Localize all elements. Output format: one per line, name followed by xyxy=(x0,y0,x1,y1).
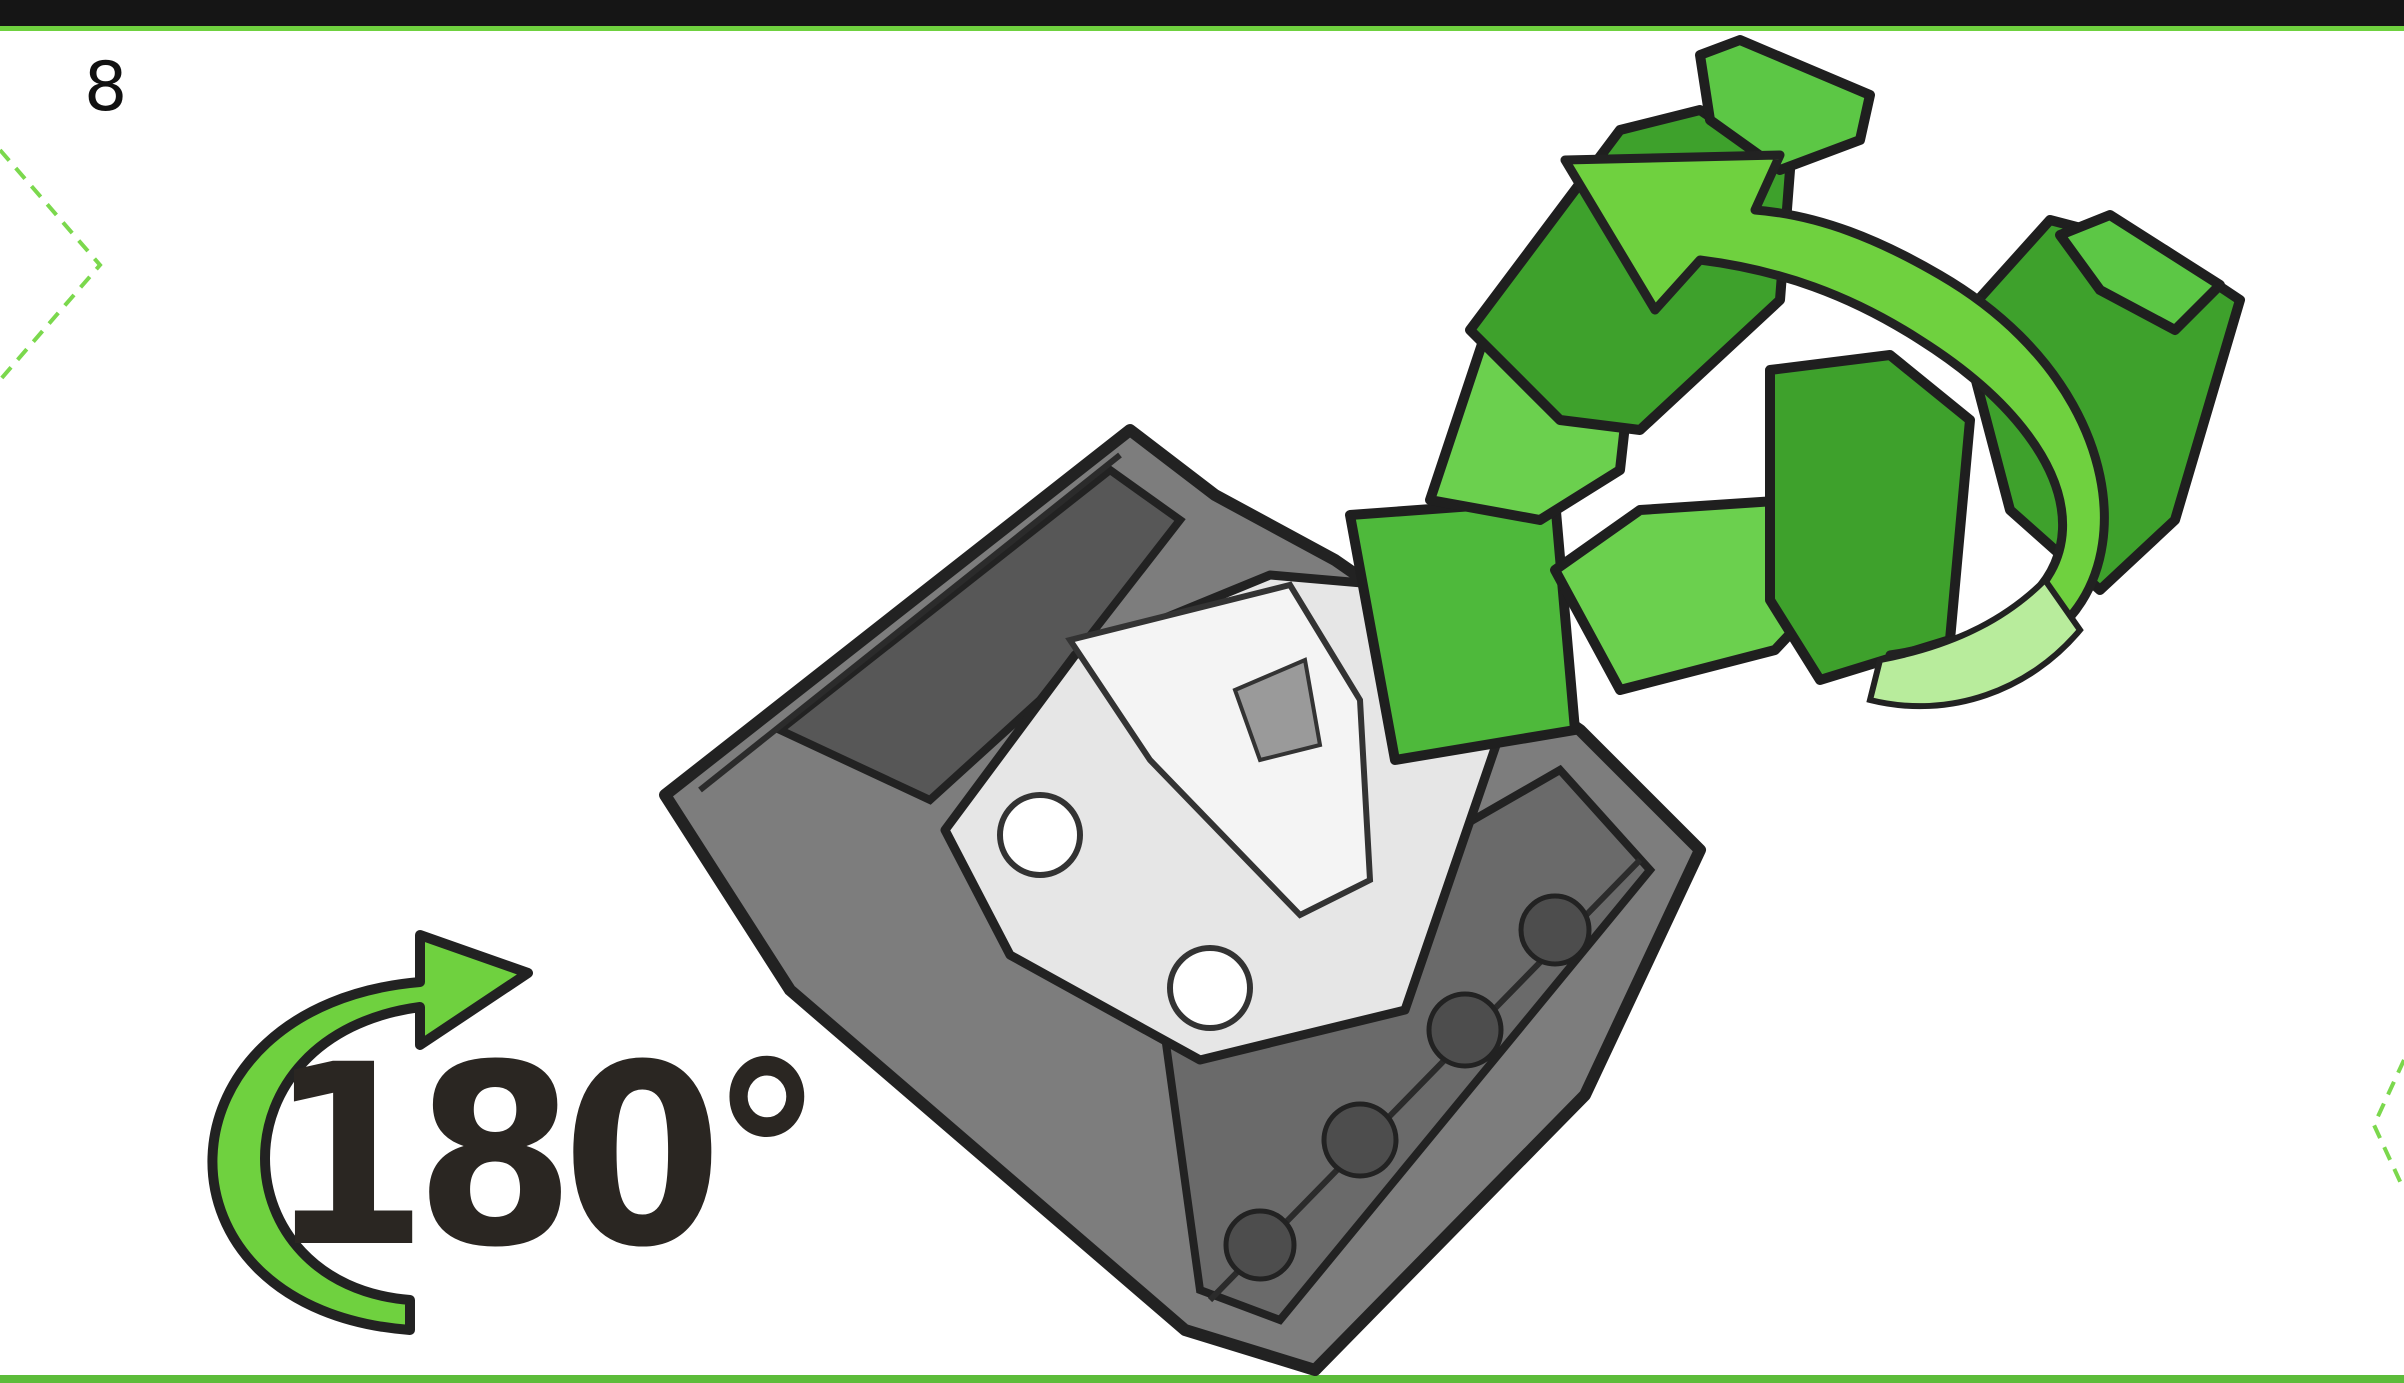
right-edge-chevron xyxy=(2374,1060,2404,1190)
rotation-degrees-label: 180° xyxy=(268,1032,812,1282)
step-number: 8 xyxy=(84,54,127,122)
green-arms xyxy=(1350,40,2240,760)
left-edge-chevron xyxy=(0,150,100,380)
